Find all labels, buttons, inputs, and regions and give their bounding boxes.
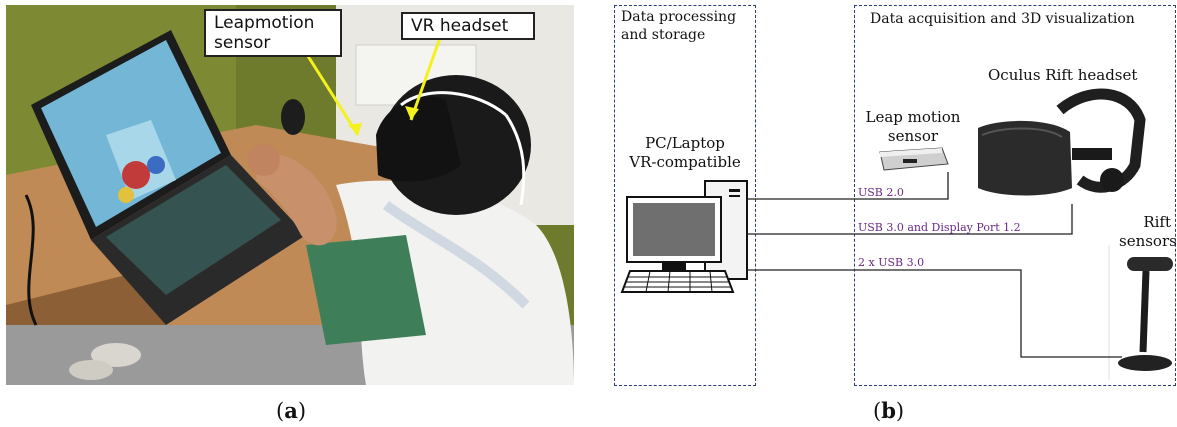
- photo-user-with-vr: [6, 5, 574, 385]
- processing-storage-box: [614, 5, 756, 386]
- caption-b-open: (: [873, 399, 882, 423]
- wire-usb3-displayport: [747, 204, 1073, 235]
- caption-a-close: ): [297, 399, 307, 423]
- rift-sensors-label: Rift sensors: [1119, 213, 1177, 250]
- label-2x-usb3: 2 x USB 3.0: [858, 256, 925, 269]
- caption-a-open: (: [276, 399, 285, 423]
- processing-storage-label: Data processing and storage: [621, 9, 737, 43]
- label-usb3-displayport: USB 3.0 and Display Port 1.2: [858, 221, 1021, 234]
- pc-laptop-label: PC/Laptop VR-compatible: [629, 134, 741, 171]
- vr-session-photo: [6, 5, 574, 385]
- caption-a-letter: a: [284, 398, 298, 423]
- caption-b: (b): [873, 398, 904, 423]
- caption-b-letter: b: [881, 398, 896, 423]
- acquisition-visualization-box: [854, 5, 1176, 386]
- callout-vr-headset: VR headset: [401, 12, 535, 40]
- monitor-icon: [626, 196, 722, 271]
- keyboard-icon: [620, 270, 735, 293]
- wire-2x-usb3: [747, 269, 1122, 358]
- caption-b-close: ): [895, 399, 905, 423]
- leap-motion-label: Leap motion sensor: [865, 108, 961, 145]
- connection-wires: [747, 172, 1122, 358]
- caption-a: (a): [276, 398, 306, 423]
- oculus-rift-headset-icon: [978, 88, 1146, 196]
- rift-sensor-icon: [1108, 245, 1173, 380]
- oculus-rift-label: Oculus Rift headset: [988, 66, 1138, 84]
- label-usb2: USB 2.0: [858, 186, 904, 199]
- wire-usb2: [747, 172, 949, 200]
- callout-leapmotion-sensor: Leapmotion sensor: [204, 9, 342, 57]
- leap-motion-sensor-icon: [879, 147, 949, 171]
- acquisition-visualization-label: Data acquisition and 3D visualization: [870, 11, 1135, 27]
